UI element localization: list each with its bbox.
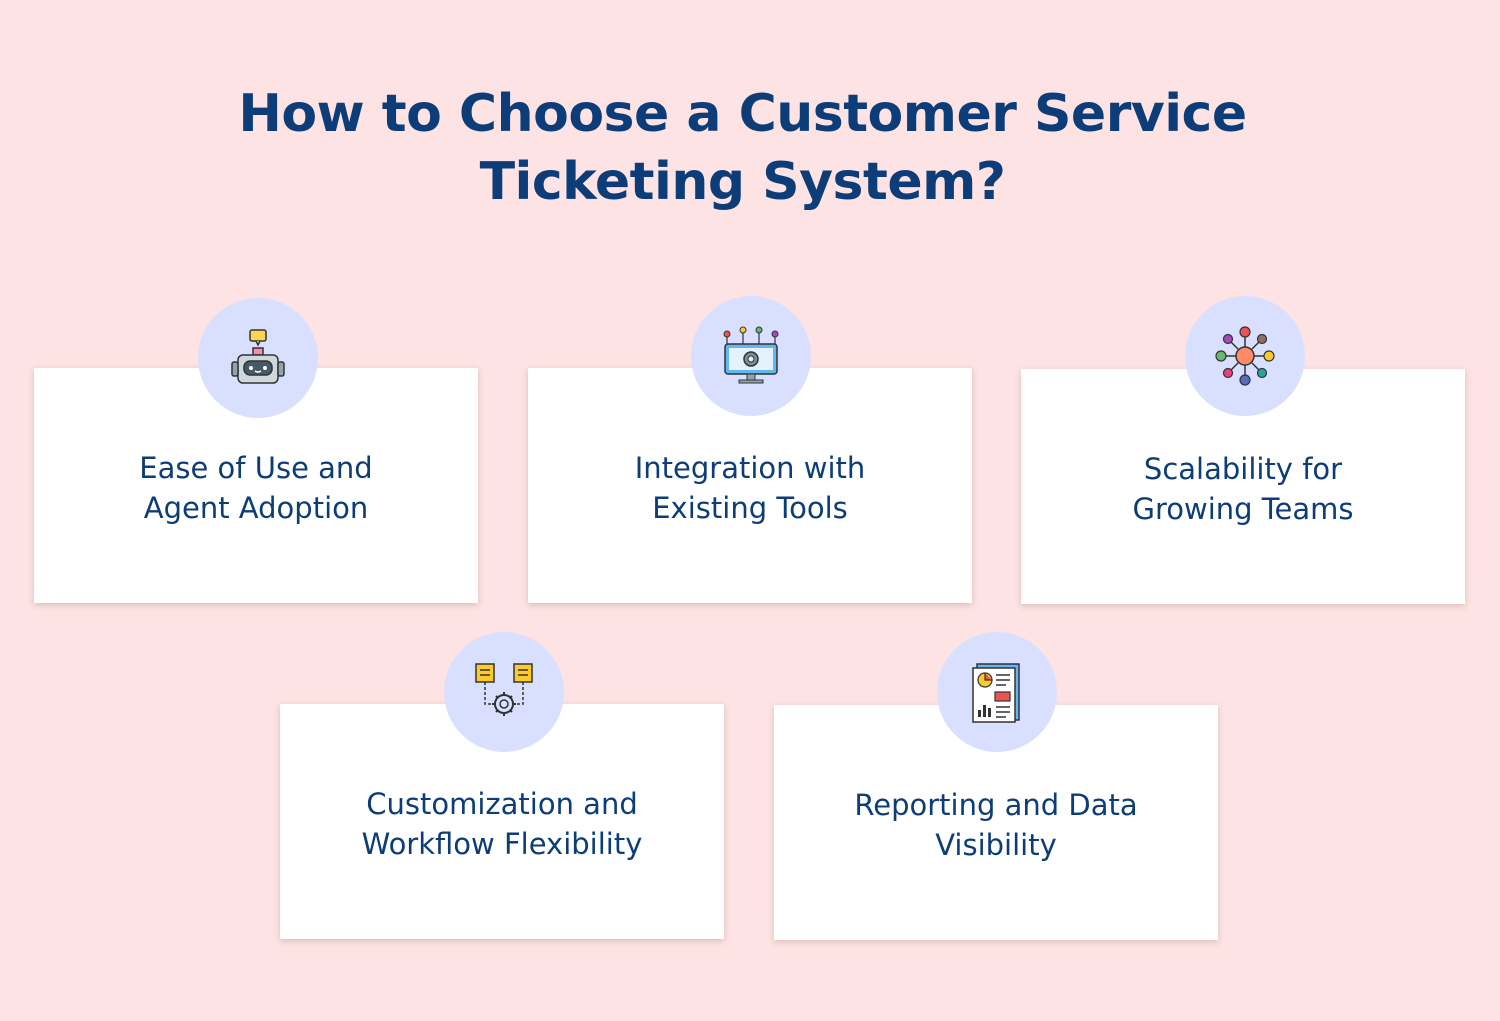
icon-circle-scalability [1185, 296, 1305, 416]
card-label-line-2: Existing Tools [652, 491, 848, 525]
card-label-line-2: Growing Teams [1132, 492, 1354, 526]
card-label-line-1: Reporting and Data [854, 788, 1138, 822]
card-label: Integration with Existing Tools [528, 448, 972, 528]
card-label-line-1: Integration with [634, 451, 866, 485]
robot-icon [231, 329, 285, 384]
icon-circle-reporting [937, 632, 1057, 752]
icon-circle-integration [691, 296, 811, 416]
report-document-icon [972, 663, 1020, 723]
card-label: Customization and Workflow Flexibility [280, 784, 724, 864]
card-label-line-2: Workflow Flexibility [361, 827, 643, 861]
workflow-gear-icon [475, 663, 533, 716]
icon-circle-ease-of-use [198, 298, 318, 418]
card-label-line-2: Agent Adoption [143, 491, 369, 525]
page-title-line-2: Ticketing System? [479, 152, 1006, 212]
card-label-line-1: Ease of Use and [139, 451, 373, 485]
card-label-line-2: Visibility [935, 828, 1057, 862]
card-label: Scalability for Growing Teams [1021, 449, 1465, 529]
team-network-icon [1215, 326, 1275, 386]
icon-circle-customization [444, 632, 564, 752]
card-label-line-1: Customization and [366, 787, 638, 821]
monitor-gear-icon [723, 326, 779, 384]
card-label-line-1: Scalability for [1143, 452, 1343, 486]
page-title-line-1: How to Choose a Customer Service [238, 84, 1247, 144]
card-label: Reporting and Data Visibility [774, 785, 1218, 865]
page-title: How to Choose a Customer Service Ticketi… [150, 80, 1335, 216]
card-label: Ease of Use and Agent Adoption [34, 448, 478, 528]
